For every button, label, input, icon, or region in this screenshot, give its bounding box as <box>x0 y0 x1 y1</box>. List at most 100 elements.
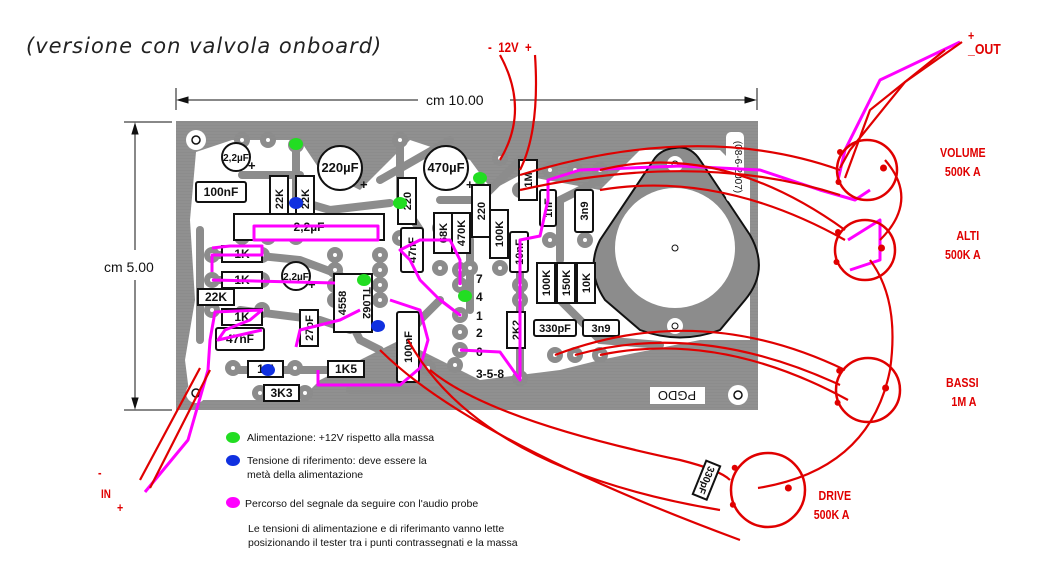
output-text: OUT <box>974 41 1001 58</box>
logo-text: PGDO <box>658 388 696 403</box>
signal-trace <box>294 308 361 348</box>
legend-supply-text: Alimentazione: +12V rispetto alla massa <box>247 432 435 444</box>
pot-name: ALTI <box>956 228 980 243</box>
pot-alti <box>833 218 897 282</box>
component-r6: 22K <box>197 288 235 306</box>
height-dimension-label: cm 5.00 <box>104 259 154 275</box>
input-plus-label: + <box>117 500 124 515</box>
pad-hole <box>210 308 214 312</box>
pot-body <box>835 138 899 202</box>
capacitor-body <box>317 145 363 191</box>
component-r18: 150K <box>556 262 576 304</box>
pot-terminal <box>836 367 843 374</box>
component-r12: 470K <box>451 212 471 254</box>
power-minus: - <box>488 39 492 55</box>
capacitor-body <box>423 145 469 191</box>
pad-hole <box>398 138 402 142</box>
legend-reference-dot <box>226 455 240 466</box>
wire <box>757 259 894 490</box>
component-body <box>556 262 576 304</box>
component-r17: 100K <box>536 262 556 304</box>
reference-test-point <box>289 197 303 209</box>
pot-drive <box>729 451 807 529</box>
component-label: 22K <box>205 290 227 304</box>
pad-hole <box>548 168 552 172</box>
tube-pin-label: 4 <box>476 290 483 304</box>
dimension-width <box>175 88 758 110</box>
component-c14: 330pF <box>533 319 577 337</box>
pot-bassi <box>834 356 902 424</box>
polarity-plus: + <box>308 277 316 292</box>
wire <box>519 145 841 177</box>
wire <box>554 329 846 371</box>
component-label: 10K <box>581 273 593 293</box>
tube-socket <box>592 146 760 339</box>
tube-pin-label: 7 <box>476 272 483 286</box>
pot-wiper <box>784 484 792 492</box>
wire <box>149 369 211 489</box>
wire <box>599 347 849 401</box>
note-line-2: posizionando il tester tra i punti contr… <box>248 537 518 549</box>
component-c1: +2,2µF <box>221 142 256 173</box>
component-c2: 100nF <box>195 181 247 203</box>
wire <box>879 159 903 241</box>
wire <box>599 161 846 231</box>
wire <box>519 170 841 197</box>
component-r14: 100K <box>489 209 509 259</box>
component-label: 3n9 <box>579 202 591 221</box>
component-label: 330pF <box>539 323 571 335</box>
tube-pin-label: 3-5-8 <box>476 367 504 381</box>
component-body <box>536 262 556 304</box>
legend-signal-text: Percorso del segnale da seguire con l'au… <box>245 498 479 510</box>
component-body <box>263 384 300 402</box>
supply-test-point <box>357 274 371 286</box>
component-r9: 3K3 <box>263 384 300 402</box>
power-voltage: 12V <box>498 39 519 55</box>
pot-label-volume: VOLUME 500K A <box>940 143 986 181</box>
component-body <box>327 360 365 378</box>
pad-hole <box>378 268 382 272</box>
component-label: 100K <box>541 270 553 296</box>
pot-wiper <box>882 384 890 392</box>
output-plus-label: + <box>968 28 975 43</box>
pad-hole <box>303 391 307 395</box>
component-label: 2,2µF <box>283 272 309 283</box>
signal-trace <box>210 244 264 272</box>
component-label: 3K3 <box>270 386 292 400</box>
component-body <box>195 181 247 203</box>
legend-reference-text-2: metà della alimentazione <box>247 469 364 481</box>
pad-hole <box>231 366 235 370</box>
pot-terminal <box>837 149 843 155</box>
pad-hole <box>458 330 462 334</box>
pot-terminal <box>835 229 841 235</box>
wire <box>599 184 846 241</box>
component-body <box>582 319 620 337</box>
component-body <box>489 209 509 259</box>
pad-hole <box>498 266 502 270</box>
component-r10: 1K5 <box>327 360 365 378</box>
pot-value: 500K A <box>944 164 981 179</box>
pad-hole <box>378 253 382 257</box>
ic-label: TL062 <box>360 287 372 319</box>
component-r1: 22K <box>269 175 289 223</box>
tube-pin-label: 1 <box>476 309 483 323</box>
supply-test-point <box>473 172 487 184</box>
component-label: 100K <box>494 221 506 247</box>
component-label: 2,2µF <box>223 153 249 164</box>
component-c12: 10nF <box>509 231 529 273</box>
pot-body <box>834 356 902 424</box>
potentiometers <box>729 138 902 529</box>
power-supply-label: - 12V + <box>488 38 532 57</box>
pot-wiper <box>880 164 887 172</box>
wire <box>519 54 538 171</box>
component-r13: 220 <box>471 184 491 238</box>
pot-name: VOLUME <box>940 145 986 160</box>
pot-value: 500K A <box>945 247 981 262</box>
pad-hole <box>378 298 382 302</box>
note-line-1: Le tensioni di alimentazione e di riferi… <box>248 523 505 535</box>
pot-value: 1M A <box>951 394 977 409</box>
wire <box>139 367 201 481</box>
